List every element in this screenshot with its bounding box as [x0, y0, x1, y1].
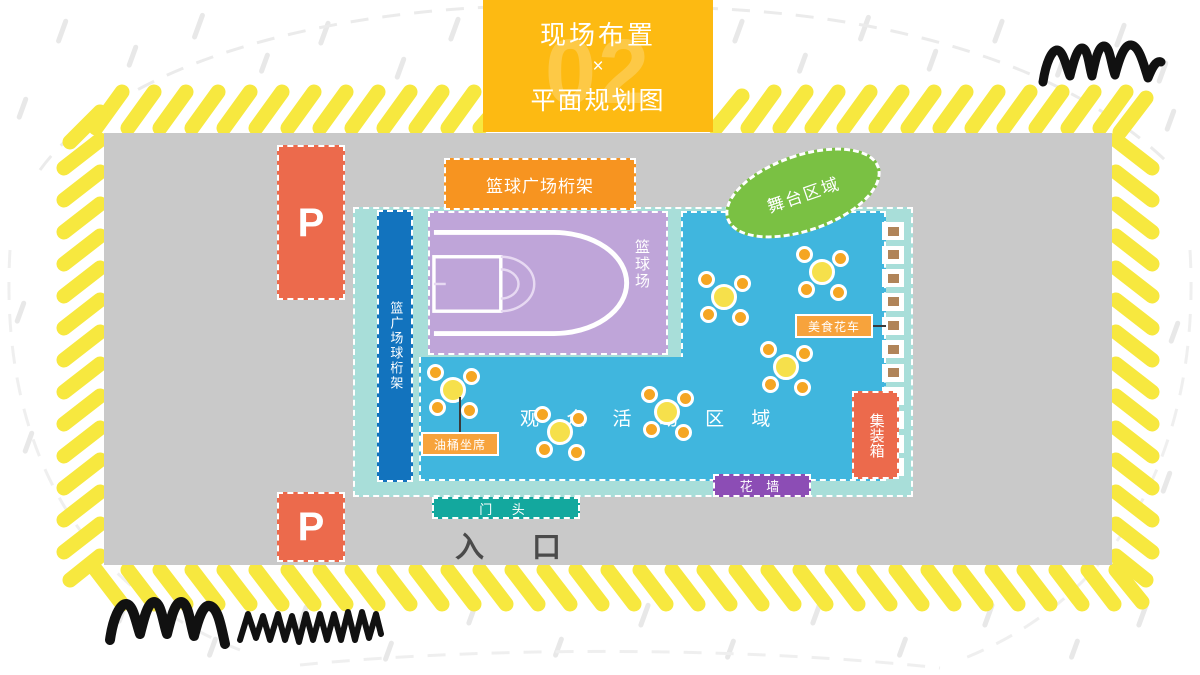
food-cart-unit[interactable]: [882, 363, 904, 382]
flower-petal-icon: [429, 399, 446, 416]
flower-center-icon: [809, 259, 835, 285]
food-cart-unit[interactable]: [882, 269, 904, 288]
audience-area-lower[interactable]: [419, 357, 886, 481]
food-cart-unit-core: [887, 321, 899, 331]
flower-petal-icon: [427, 364, 444, 381]
section-header-banner: 02 现场布置 × 平面规划图: [483, 0, 713, 132]
food-cart-label[interactable]: 美食花车: [795, 314, 873, 338]
flower-petal-icon: [830, 284, 847, 301]
flower-petal-icon: [536, 441, 553, 458]
header-title-separator: ×: [592, 56, 604, 78]
entrance-label: 入 口: [455, 532, 582, 564]
flower-petal-icon: [568, 444, 585, 461]
flower-petal-icon: [698, 271, 715, 288]
food-cart-unit-core: [887, 226, 899, 236]
parking-bottom-label: P: [297, 505, 325, 549]
parking-top-label: P: [297, 200, 325, 245]
flower-center-icon: [440, 377, 466, 403]
squiggle-bottom-left-thin-icon: [237, 609, 384, 645]
squiggle-top-right-icon: [1038, 40, 1166, 87]
oil-drum-seat-label[interactable]: 油桶坐席: [421, 432, 499, 456]
flower-center-icon: [711, 284, 737, 310]
flower-petal-icon: [677, 390, 694, 407]
flower-petal-icon: [461, 402, 478, 419]
shipping-container[interactable]: 集装箱: [852, 391, 899, 479]
food-cart-unit[interactable]: [882, 316, 904, 335]
flower-petal-icon: [641, 386, 658, 403]
flower-petal-icon: [762, 376, 779, 393]
food-cart-unit-core: [887, 368, 899, 378]
flower-petal-icon: [794, 379, 811, 396]
food-cart-unit[interactable]: [882, 222, 904, 240]
food-cart-unit[interactable]: [882, 245, 904, 264]
gate-facade[interactable]: 门 头: [432, 497, 580, 519]
flower-center-icon: [654, 399, 680, 425]
food-cart-unit-core: [887, 297, 899, 307]
flower-petal-icon: [570, 410, 587, 427]
food-cart-unit-core: [887, 273, 899, 283]
parking-area-top[interactable]: P: [277, 145, 345, 300]
oil-drum-seat-leader-line: [459, 397, 461, 433]
section-number-watermark: 02: [544, 21, 652, 123]
flower-center-icon: [773, 354, 799, 380]
flower-petal-icon: [832, 250, 849, 267]
flower-petal-icon: [798, 281, 815, 298]
header-title-primary: 现场布置: [539, 20, 656, 51]
header-title-secondary: 平面规划图: [530, 86, 666, 115]
basketball-court-markings-icon: [432, 230, 630, 336]
parking-area-bottom[interactable]: P: [277, 492, 345, 562]
flower-petal-icon: [534, 406, 551, 423]
food-cart-unit[interactable]: [882, 292, 904, 311]
flower-petal-icon: [760, 341, 777, 358]
flower-center-icon: [547, 419, 573, 445]
flower-petal-icon: [796, 345, 813, 362]
squiggle-bottom-left-thick-icon: [105, 597, 230, 649]
basketball-plaza-truss-label[interactable]: 篮球广场桁架: [444, 158, 636, 210]
flower-petal-icon: [700, 306, 717, 323]
food-cart-leader-line: [872, 325, 886, 327]
flower-petal-icon: [732, 309, 749, 326]
flower-petal-icon: [796, 246, 813, 263]
flower-petal-icon: [675, 424, 692, 441]
food-cart-unit-core: [887, 344, 899, 354]
basketball-truss-strip[interactable]: 篮广场球桁架: [377, 210, 413, 482]
basketball-court-label: 篮球场: [633, 239, 650, 290]
shipping-container-label: 集装箱: [867, 412, 885, 458]
flower-petal-icon: [734, 275, 751, 292]
flower-wall[interactable]: 花 墙: [713, 474, 811, 497]
flower-petal-icon: [463, 368, 480, 385]
food-cart-unit[interactable]: [882, 340, 904, 359]
stage-area-label: 舞台区域: [764, 173, 843, 217]
food-cart-unit-core: [887, 250, 899, 260]
basketball-court[interactable]: 篮球场: [428, 211, 668, 355]
flower-petal-icon: [643, 421, 660, 438]
basketball-truss-strip-label: 篮广场球桁架: [388, 301, 404, 391]
